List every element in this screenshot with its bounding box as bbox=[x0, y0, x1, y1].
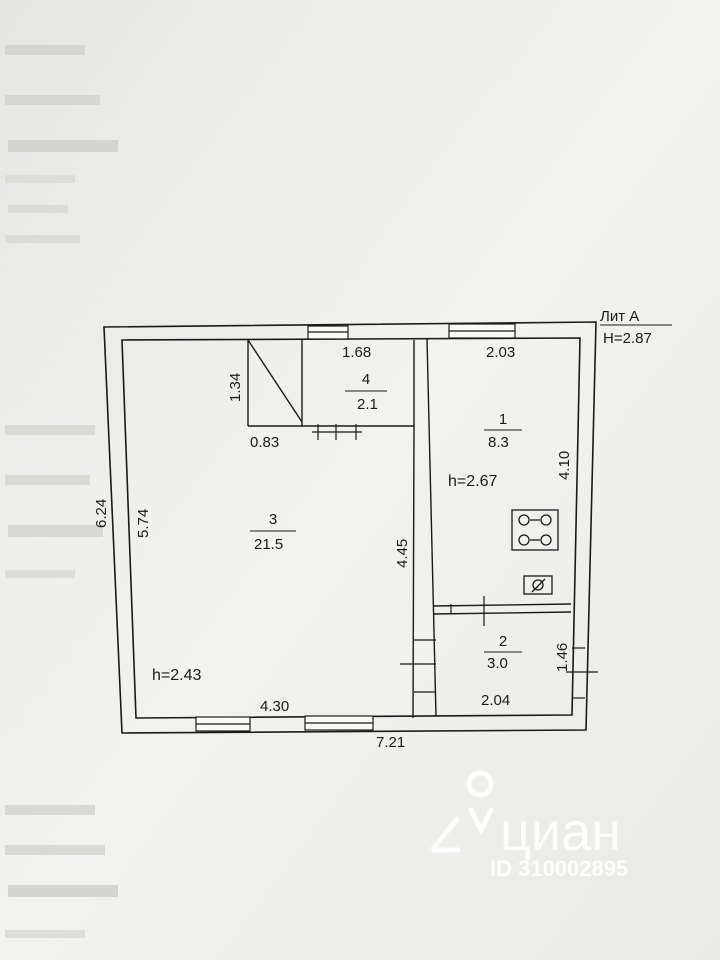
r3-right-dim: 4.45 bbox=[394, 539, 411, 568]
total-height-label: H=2.87 bbox=[603, 330, 652, 347]
r3-width-dim: 4.30 bbox=[260, 698, 289, 715]
lit-label: Лит А bbox=[600, 308, 639, 325]
room-2-area: 3.0 bbox=[487, 655, 508, 672]
r3-height-dim: 5.74 bbox=[135, 509, 152, 538]
top-windows bbox=[307, 323, 516, 340]
room-3-number: 3 bbox=[269, 511, 277, 528]
outer-bottom-dim: 7.21 bbox=[376, 734, 405, 751]
r1-width-dim: 2.03 bbox=[486, 344, 515, 361]
r4-width-dim: 1.68 bbox=[342, 344, 371, 361]
r2-height-dim: 1.46 bbox=[554, 643, 571, 672]
room-4-area: 2.1 bbox=[357, 396, 378, 413]
outer-left-dim: 6.24 bbox=[93, 499, 110, 528]
room-4-number: 4 bbox=[362, 371, 370, 388]
r4-step-dim: 0.83 bbox=[250, 434, 279, 451]
r1-ceiling: h=2.67 bbox=[448, 473, 497, 490]
cian-watermark: циан ID 310002895 bbox=[430, 770, 628, 881]
watermark-id: ID 310002895 bbox=[490, 856, 628, 881]
watermark-brand: циан bbox=[500, 802, 621, 862]
room-2-number: 2 bbox=[499, 633, 507, 650]
bleed-through-marks bbox=[5, 45, 118, 938]
r4-height-dim: 1.34 bbox=[227, 373, 244, 402]
sink-icon bbox=[523, 575, 553, 595]
map-pin-icon bbox=[466, 770, 495, 836]
title-block: Лит А H=2.87 bbox=[600, 308, 672, 347]
interior-walls bbox=[247, 338, 572, 719]
bottom-windows bbox=[195, 715, 374, 732]
r1-height-dim: 4.10 bbox=[556, 451, 573, 480]
r3-ceiling: h=2.43 bbox=[152, 667, 201, 684]
room-1-number: 1 bbox=[499, 411, 507, 428]
door-marks bbox=[312, 424, 598, 699]
room-1-area: 8.3 bbox=[488, 434, 509, 451]
stove-icon bbox=[511, 509, 559, 551]
r2-width-dim: 2.04 bbox=[481, 692, 510, 709]
outer-walls bbox=[103, 321, 597, 734]
room-3-area: 21.5 bbox=[254, 536, 283, 553]
